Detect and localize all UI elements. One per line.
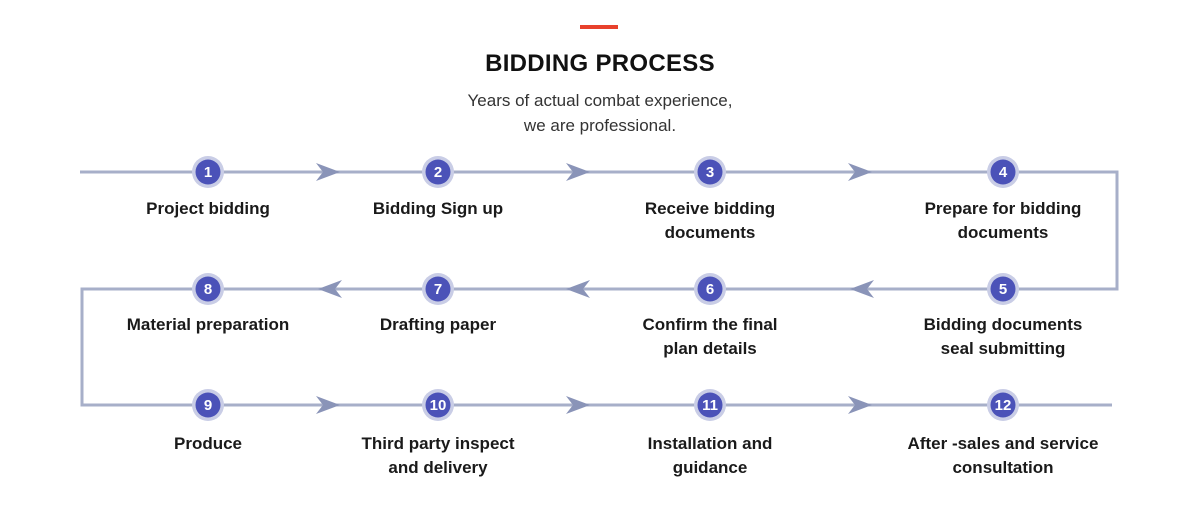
flow-arrow-right-icon [566,396,590,414]
step-4-node: 4 [987,156,1019,188]
step-circle [425,276,451,302]
step-12-label: After -sales and service consultation [907,434,1099,477]
page-subtitle: Years of actual combat experience, we ar… [0,88,1200,138]
step-5-node: 5 [987,273,1019,305]
step-11-label: Installation and guidance [647,434,773,477]
step-1-label: Project bidding [146,199,270,218]
flow-arrow-left-icon [318,280,342,298]
step-10-label: Third party inspect and delivery [361,434,515,477]
flow-arrow-left-icon [850,280,874,298]
step-number: 7 [434,281,442,298]
step-11-node: 11 [694,389,726,421]
step-3-label: Receive bidding documents [644,199,776,242]
step-7-label: Drafting paper [379,315,497,334]
flow-arrow-right-icon [566,163,590,181]
step-circle [195,159,221,185]
flow-arrow-right-icon [316,396,340,414]
flow-arrows [316,163,874,414]
step-9-label: Produce [173,434,243,453]
step-2-node: 2 [422,156,454,188]
step-5-label: Bidding documents seal submitting [923,315,1083,358]
step-circle [425,159,451,185]
step-circle [425,392,451,418]
step-12-node: 12 [987,389,1019,421]
subtitle-line-1: Years of actual combat experience, [467,91,733,110]
step-number: 9 [204,397,212,414]
step-circle [697,276,723,302]
page-title: BIDDING PROCESS [485,50,715,77]
title-accent-bar [580,25,618,29]
flow-connector-path [80,170,1119,407]
step-number: 6 [706,281,714,298]
step-1-node: 1 [192,156,224,188]
step-number: 3 [706,164,714,181]
step-6-node: 6 [694,273,726,305]
flow-arrow-right-icon [848,396,872,414]
step-circle [990,392,1016,418]
step-3-node: 3 [694,156,726,188]
flow-lines [80,170,1119,407]
step-2-label: Bidding Sign up [372,199,504,218]
step-8-label: Material preparation [126,315,290,334]
step-circle [697,392,723,418]
step-number: 4 [999,164,1008,181]
step-10-node: 10 [422,389,454,421]
step-9-node: 9 [192,389,224,421]
step-circle [990,159,1016,185]
step-circle [990,276,1016,302]
step-circle [195,392,221,418]
step-6-label: Confirm the final plan details [642,315,778,358]
step-number: 1 [204,164,212,181]
step-7-node: 7 [422,273,454,305]
step-number: 5 [999,281,1007,298]
step-8-node: 8 [192,273,224,305]
flow-arrow-right-icon [848,163,872,181]
step-circle [697,159,723,185]
step-number: 10 [430,397,447,414]
step-number: 11 [702,397,718,414]
flow-arrow-right-icon [316,163,340,181]
step-number: 12 [995,397,1012,414]
step-4-label: Prepare for bidding documents [924,199,1082,242]
subtitle-line-2: we are professional. [523,116,677,135]
flow-arrow-left-icon [566,280,590,298]
step-number: 2 [434,164,442,181]
step-number: 8 [204,281,212,298]
step-circle [195,276,221,302]
